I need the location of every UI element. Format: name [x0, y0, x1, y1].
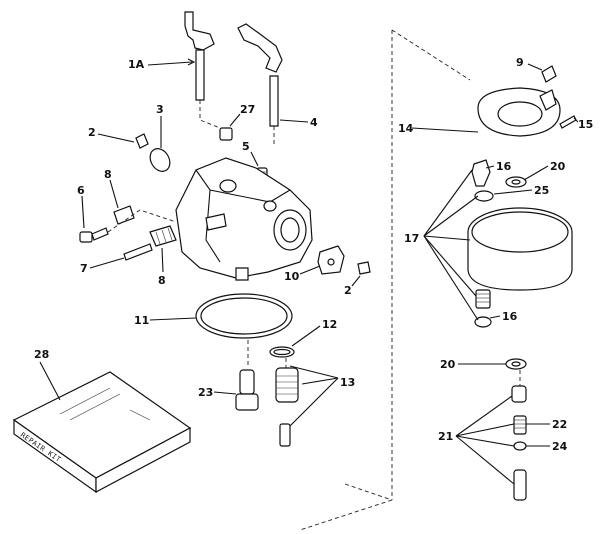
- float: [477, 87, 561, 137]
- inlet-needle: [471, 159, 491, 187]
- label-24: 24: [552, 440, 568, 453]
- leader-lines: [39, 58, 579, 485]
- screw-lower: [357, 261, 371, 275]
- small-spring: [474, 190, 494, 202]
- label-9: 9: [516, 56, 524, 69]
- bowl-spring: [474, 289, 492, 328]
- carburetor-body: [175, 157, 313, 281]
- label-13: 13: [340, 376, 355, 389]
- clip: [541, 65, 557, 83]
- screw-upper: [135, 133, 149, 149]
- repair-kit-box: REPAIR KIT: [12, 371, 192, 494]
- label-3: 3: [156, 103, 164, 116]
- label-8-lower: 8: [158, 274, 166, 287]
- group-boundary: [299, 29, 471, 531]
- spring-assembly: [275, 367, 299, 447]
- label-1a: 1A: [128, 58, 145, 71]
- label-20-upper: 20: [550, 160, 566, 173]
- label-20-lower: 20: [440, 358, 456, 371]
- label-25: 25: [534, 184, 549, 197]
- mixture-needle: [123, 243, 153, 261]
- needle-fitting-upper: [113, 205, 135, 225]
- label-15: 15: [578, 118, 593, 131]
- label-17: 17: [404, 232, 419, 245]
- bowl-nut-stack: [511, 385, 527, 501]
- bowl-gasket: [195, 293, 293, 339]
- label-16-lower: 16: [502, 310, 518, 323]
- throttle-plate: [149, 148, 171, 172]
- bushing: [219, 127, 233, 141]
- throttle-lever: [184, 11, 226, 131]
- bracket: [317, 245, 345, 275]
- label-23: 23: [198, 386, 213, 399]
- label-22: 22: [552, 418, 567, 431]
- o-ring: [269, 346, 295, 358]
- label-21: 21: [438, 430, 453, 443]
- float-bowl: [467, 207, 573, 291]
- label-16-upper: 16: [496, 160, 512, 173]
- main-jet: [235, 369, 259, 411]
- fitting-guide: [107, 209, 177, 233]
- label-7: 7: [80, 262, 88, 275]
- label-28: 28: [34, 348, 49, 361]
- label-10: 10: [284, 270, 300, 283]
- float-pin: [559, 115, 577, 129]
- label-5: 5: [242, 140, 250, 153]
- label-2-upper: 2: [88, 126, 96, 139]
- screw-6: [79, 227, 109, 243]
- choke-lever: [237, 23, 283, 145]
- label-11: 11: [134, 314, 149, 327]
- label-12: 12: [322, 318, 337, 331]
- washer-lower: [505, 358, 527, 370]
- needle-fitting-lower: [149, 225, 177, 247]
- label-6: 6: [77, 184, 85, 197]
- label-8-upper: 8: [104, 168, 112, 181]
- reference-labels: 1A 2 3 27 4 5 6 8 7 8 10 2 11 12 23 13 2…: [34, 56, 593, 453]
- label-2-lower: 2: [344, 284, 352, 297]
- label-27: 27: [240, 103, 255, 116]
- label-4: 4: [310, 116, 318, 129]
- washer-upper: [505, 176, 527, 188]
- label-14: 14: [398, 122, 414, 135]
